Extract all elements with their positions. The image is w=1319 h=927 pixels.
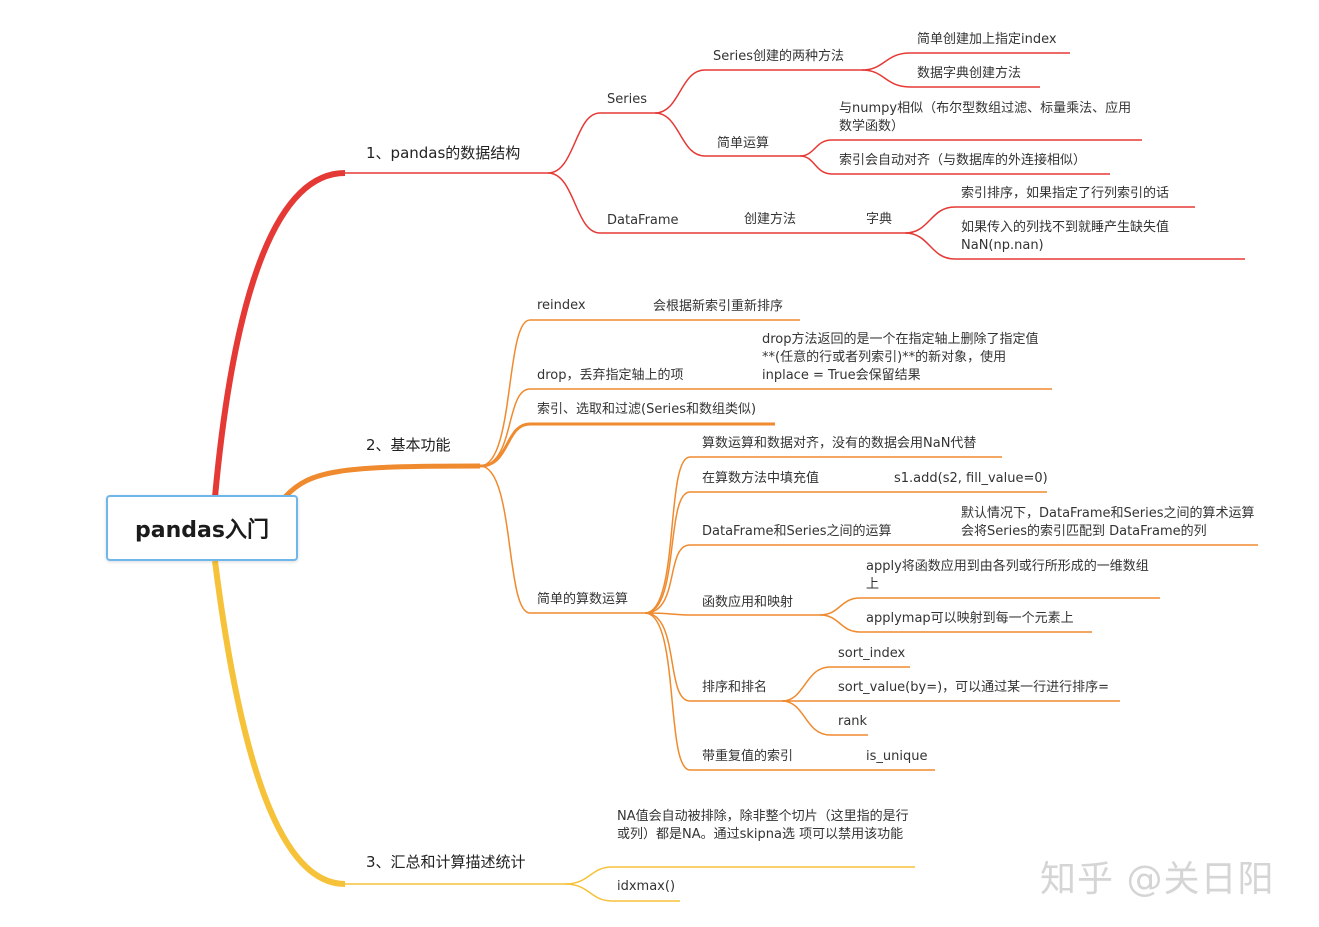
node-na[interactable]: NA值会自动被排除，除非整个切片（这里指的是行或列）都是NA。通过skipna选… [617,809,909,842]
node-dataframe[interactable]: DataFrame [607,213,679,228]
branch2-title[interactable]: 2、基本功能 [366,436,451,454]
node-arith-sort[interactable]: 排序和排名 [702,680,768,695]
trunk-red [212,170,346,498]
branch1-title[interactable]: 1、pandas的数据结构 [366,144,521,162]
node-dataframe-b[interactable]: 如果传入的列找不到就睡产生缺失值NaN(np.nan) [961,220,1170,253]
node-arith-sort-a[interactable]: sort_index [838,646,906,661]
node-series-ops-a[interactable]: 与numpy相似（布尔型数组过滤、标量乘法、应用数学函数） [839,101,1132,134]
node-arith-dup[interactable]: 带重复值的索引 [702,749,794,764]
node-arith-dfseries[interactable]: DataFrame和Series之间的运算 [702,524,892,539]
root-node[interactable]: pandas入门 [106,495,298,561]
node-arith-sort-b[interactable]: sort_value(by=)，可以通过某一行进行排序= [838,680,1110,695]
branch2-lines [479,319,1258,771]
node-index-select[interactable]: 索引、选取和过滤(Series和数组类似) [537,402,757,417]
node-series-way-a[interactable]: 简单创建加上指定index [917,32,1057,47]
node-reindex-desc[interactable]: 会根据新索引重新排序 [653,299,784,314]
node-arith-align[interactable]: 算数运算和数据对齐，没有的数据会用NaN代替 [702,436,977,451]
node-series[interactable]: Series [607,92,647,107]
branch3-lines [345,866,915,902]
trunk-yellow [212,560,346,887]
node-idxmax[interactable]: idxmax() [617,879,676,894]
node-arith[interactable]: 简单的算数运算 [537,592,629,607]
node-series-two-ways[interactable]: Series创建的两种方法 [713,49,844,64]
node-arith-dfseries-desc[interactable]: 默认情况下，DataFrame和Series之间的算术运算会将Series的索引… [961,506,1255,539]
node-reindex[interactable]: reindex [537,298,586,313]
node-series-ops[interactable]: 简单运算 [717,136,770,151]
node-dataframe-create[interactable]: 创建方法 [744,212,797,227]
node-dataframe-dict[interactable]: 字典 [866,212,893,227]
branch3-title[interactable]: 3、汇总和计算描述统计 [366,853,526,871]
node-drop-desc[interactable]: drop方法返回的是一个在指定轴上删除了指定值**(任意的行或者列索引)**的新… [762,332,1039,383]
node-arith-sort-c[interactable]: rank [838,714,868,729]
node-arith-fill[interactable]: 在算数方法中填充值 [702,471,820,486]
node-dataframe-a[interactable]: 索引排序，如果指定了行列索引的话 [961,186,1170,201]
watermark: 知乎 @关日阳 [1040,859,1275,900]
branch1-lines [345,52,1245,260]
node-arith-fill-desc[interactable]: s1.add(s2, fill_value=0) [894,471,1048,486]
trunk-orange [283,463,481,499]
node-arith-func-b[interactable]: applymap可以映射到每一个元素上 [866,611,1074,626]
node-drop[interactable]: drop，丢弃指定轴上的项 [537,368,684,383]
node-arith-func-a[interactable]: apply将函数应用到由各列或行所形成的一维数组上 [866,559,1149,592]
node-arith-dup-desc[interactable]: is_unique [866,749,928,764]
node-series-ops-b[interactable]: 索引会自动对齐（与数据库的外连接相似） [839,153,1087,168]
node-series-way-b[interactable]: 数据字典创建方法 [917,66,1022,81]
node-arith-func[interactable]: 函数应用和映射 [702,595,794,610]
